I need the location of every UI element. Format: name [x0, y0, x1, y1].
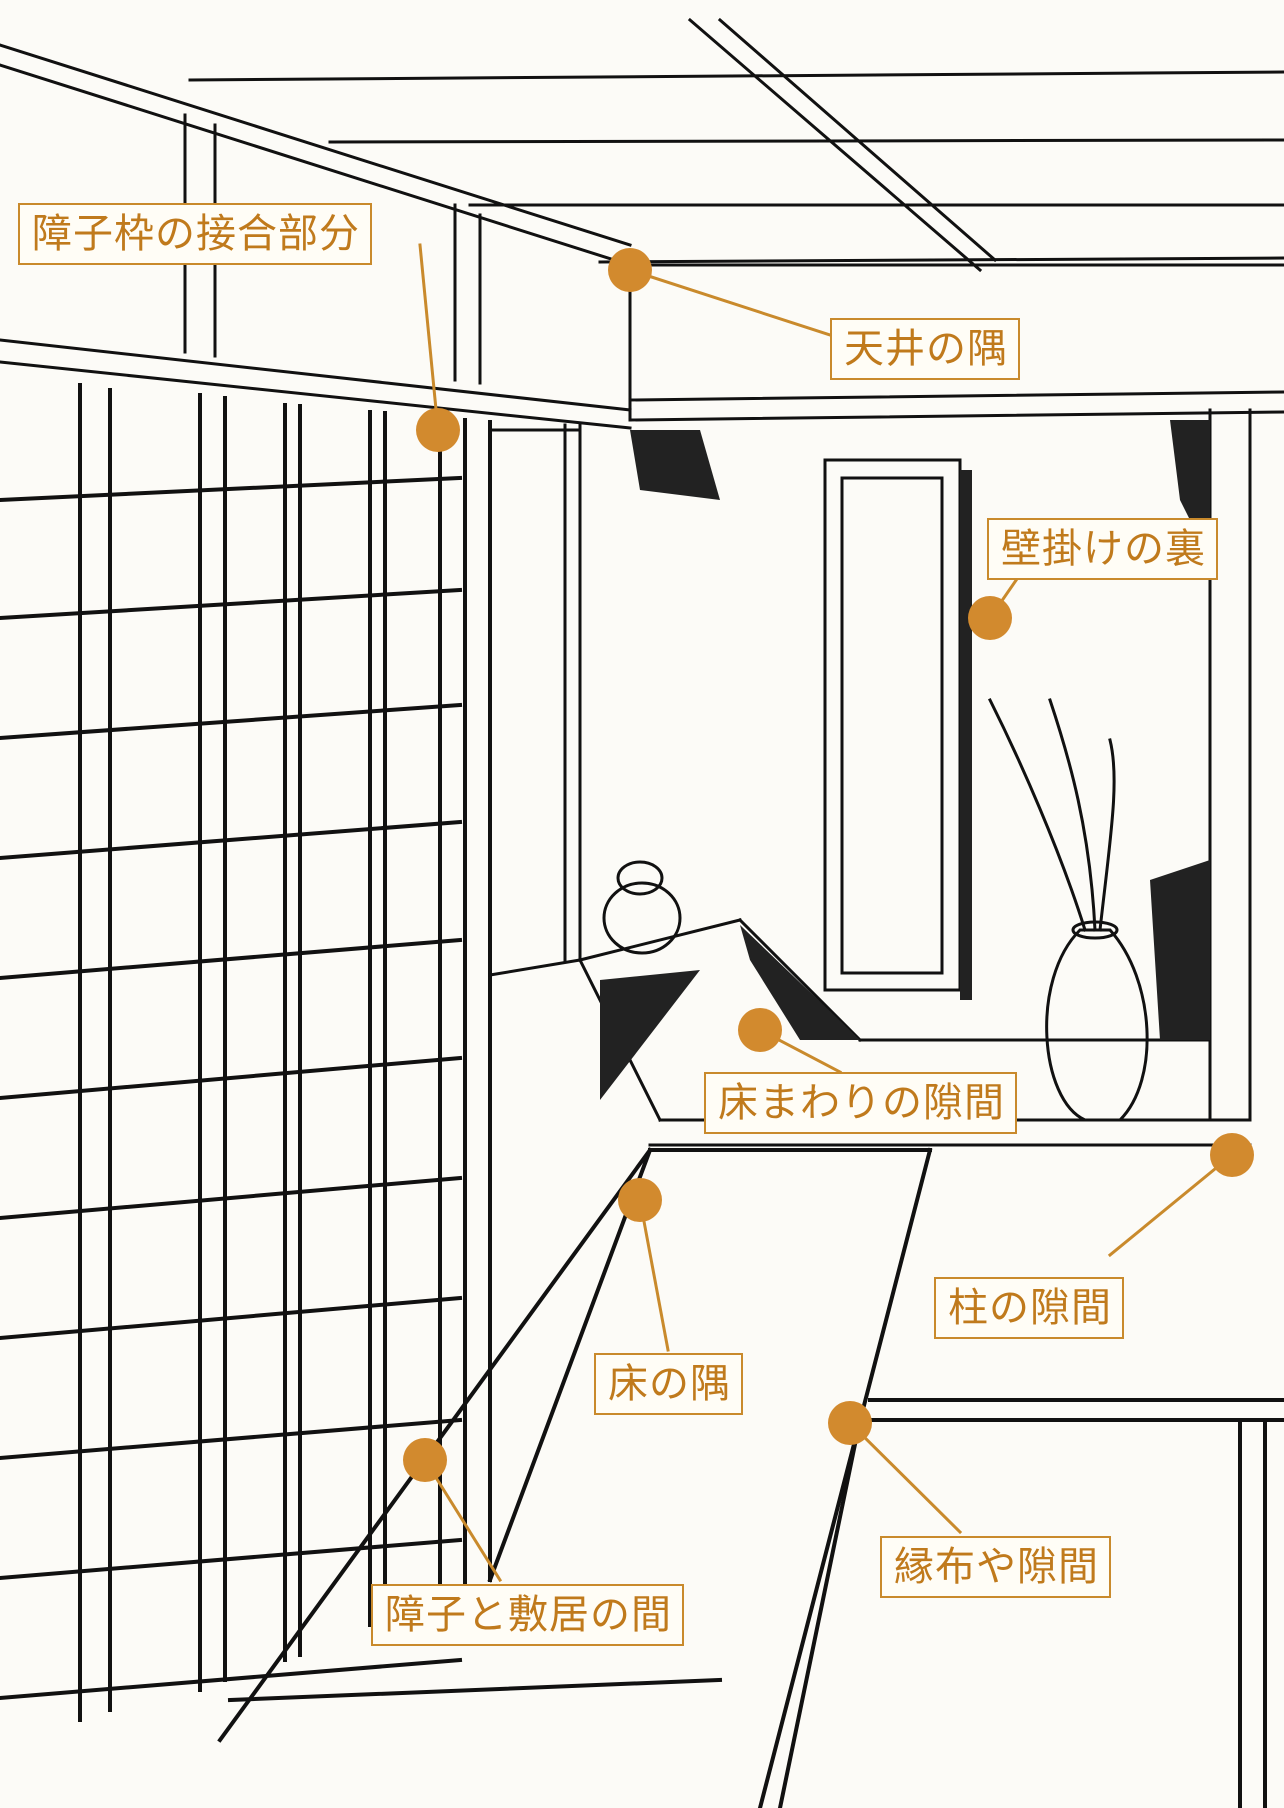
vase: [987, 697, 1149, 1122]
label-border-cloth-gap: 縁布や隙間: [880, 1536, 1111, 1598]
marker-floor-corner: [618, 1178, 662, 1222]
transom: [0, 113, 1284, 430]
floor: [217, 1147, 1284, 1808]
label-floor-corner: 床の隅: [594, 1353, 743, 1415]
label-shoji-frame-joint: 障子枠の接合部分: [18, 203, 372, 265]
marker-ceiling-corner: [608, 248, 652, 292]
markers: [403, 248, 1254, 1482]
marker-behind-wall-hanging: [968, 596, 1012, 640]
label-shoji-sill-gap: 障子と敷居の間: [371, 1584, 684, 1646]
label-pillar-gap: 柱の隙間: [934, 1277, 1124, 1339]
label-ceiling-corner: 天井の隅: [830, 318, 1020, 380]
marker-pillar-gap: [1210, 1133, 1254, 1177]
side-window: [488, 423, 582, 977]
label-gap-around-floor: 床まわりの隙間: [704, 1072, 1017, 1134]
kettle: [602, 860, 682, 955]
marker-shoji-sill-gap: [403, 1438, 447, 1482]
marker-shoji-frame-joint: [416, 408, 460, 452]
label-behind-wall-hanging: 壁掛けの裏: [987, 518, 1218, 580]
shadows: [600, 420, 1210, 1100]
marker-border-cloth-gap: [828, 1401, 872, 1445]
shoji-screen: [0, 383, 492, 1722]
marker-gap-around-floor: [738, 1008, 782, 1052]
ceiling: [0, 17, 1284, 273]
